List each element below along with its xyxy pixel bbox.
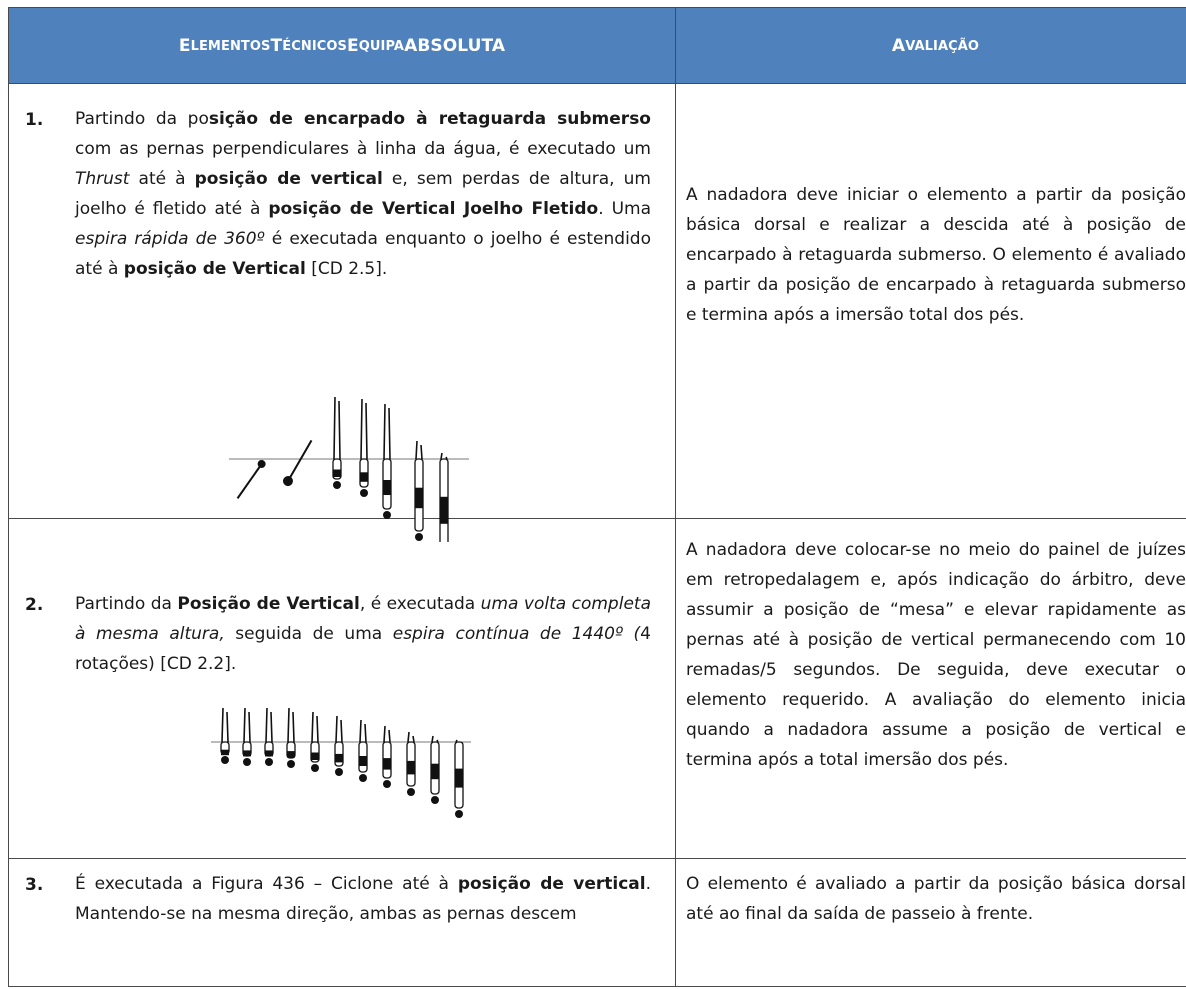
- swimmer-figure: [406, 731, 416, 796]
- description-run: Partindo da po: [75, 109, 209, 129]
- row-number: 3.: [25, 875, 44, 895]
- description-run: sição de encarpado à retaguarda submerso: [208, 109, 651, 129]
- description-run: É executada a Figura 436 – Ciclone até à: [75, 874, 458, 894]
- swimmer-figure: [454, 739, 464, 818]
- swimmer-figure: [236, 459, 266, 499]
- description-run: espira rápida de 360º: [75, 229, 265, 249]
- header-text: LEMENTOS: [190, 38, 271, 54]
- element-description: Partindo da posição de encarpado à retag…: [75, 104, 651, 284]
- row-number: 1.: [25, 110, 44, 130]
- header-text: VALIAÇÃO: [905, 38, 980, 54]
- swimmer-figure: [414, 440, 424, 541]
- row-1-element: 1. Partindo da posição de encarpado à re…: [9, 84, 675, 542]
- header-text: A: [891, 36, 906, 56]
- description-run: [CD 2.5].: [305, 259, 388, 279]
- header-text: ABSOLUTA: [404, 36, 506, 56]
- header-text: ÉCNICOS: [282, 38, 348, 54]
- description-run: e, sem perdas de altura, um joelho é fle…: [75, 169, 651, 219]
- description-run: . Mantendo-se na mesma direção, ambas as…: [75, 874, 651, 924]
- swimmer-figure: [242, 707, 252, 766]
- swimmer-figure: [310, 711, 320, 772]
- description-run: seguida de uma: [224, 624, 393, 644]
- description-run: uma volta completa à mesma altura,: [75, 594, 651, 644]
- row-3-evaluation: O elemento é avaliado a partir da posiçã…: [676, 859, 1186, 989]
- header-text: E: [178, 36, 191, 56]
- description-run: posição de Vertical: [123, 259, 306, 279]
- row-divider: [9, 518, 1186, 519]
- swimmer-figure: [220, 707, 230, 764]
- swimmer-figure: [382, 725, 392, 788]
- row-number: 2.: [25, 595, 44, 615]
- swimmer-figure: [359, 398, 369, 497]
- description-run: espira contínua de 1440º (: [392, 624, 641, 644]
- swimmer-figure: [382, 403, 392, 519]
- row-2-evaluation: A nadadora deve colocar-se no meio do pa…: [676, 519, 1186, 858]
- description-run: posição de vertical: [194, 169, 383, 189]
- swimmer-figure: [439, 452, 449, 542]
- row-divider: [9, 858, 1186, 859]
- description-run: 4 rotações) [CD 2.2].: [75, 624, 651, 674]
- swimmer-figure: [283, 439, 313, 487]
- header-text: QUIPA: [358, 38, 405, 54]
- description-run: posição de vertical: [457, 874, 646, 894]
- description-run: Partindo da: [75, 594, 178, 614]
- figure-sequence-illustration: [229, 396, 469, 542]
- evaluation-text: A nadadora deve colocar-se no meio do pa…: [686, 540, 1186, 770]
- description-run: Thrust: [75, 169, 130, 189]
- row-1-evaluation: A nadadora deve iniciar o elemento a par…: [676, 84, 1186, 518]
- evaluation-text: O elemento é avaliado a partir da posiçã…: [686, 874, 1186, 924]
- description-run: , é executada: [359, 594, 481, 614]
- figure-sequence-illustration: [211, 707, 471, 818]
- header-text: E: [347, 36, 359, 56]
- description-run: com as pernas perpendiculares à linha da…: [75, 139, 651, 159]
- swimmer-figure: [358, 719, 368, 782]
- element-description: Partindo da Posição de Vertical, é execu…: [75, 589, 651, 679]
- swimmer-figure: [430, 735, 440, 804]
- description-run: . Uma: [598, 199, 651, 219]
- description-run: posição de Vertical Joelho Fletido: [268, 199, 599, 219]
- description-run: é executada enquanto o joelho é estendid…: [75, 229, 651, 279]
- description-run: Posição de Vertical: [177, 594, 360, 614]
- element-description: É executada a Figura 436 – Ciclone até à…: [75, 869, 651, 929]
- swimmer-figure: [264, 707, 274, 766]
- header-text: T: [270, 36, 283, 56]
- swimmer-figure: [332, 396, 342, 489]
- swimmer-figure: [334, 715, 344, 776]
- row-3-element: 3. É executada a Figura 436 – Ciclone at…: [9, 859, 675, 989]
- column-divider: [675, 8, 676, 986]
- description-run: até à: [129, 169, 195, 189]
- swimmer-figure: [286, 707, 296, 768]
- row-2-element: 2. Partindo da Posição de Vertical, é ex…: [9, 519, 675, 858]
- evaluation-text: A nadadora deve iniciar o elemento a par…: [686, 185, 1186, 325]
